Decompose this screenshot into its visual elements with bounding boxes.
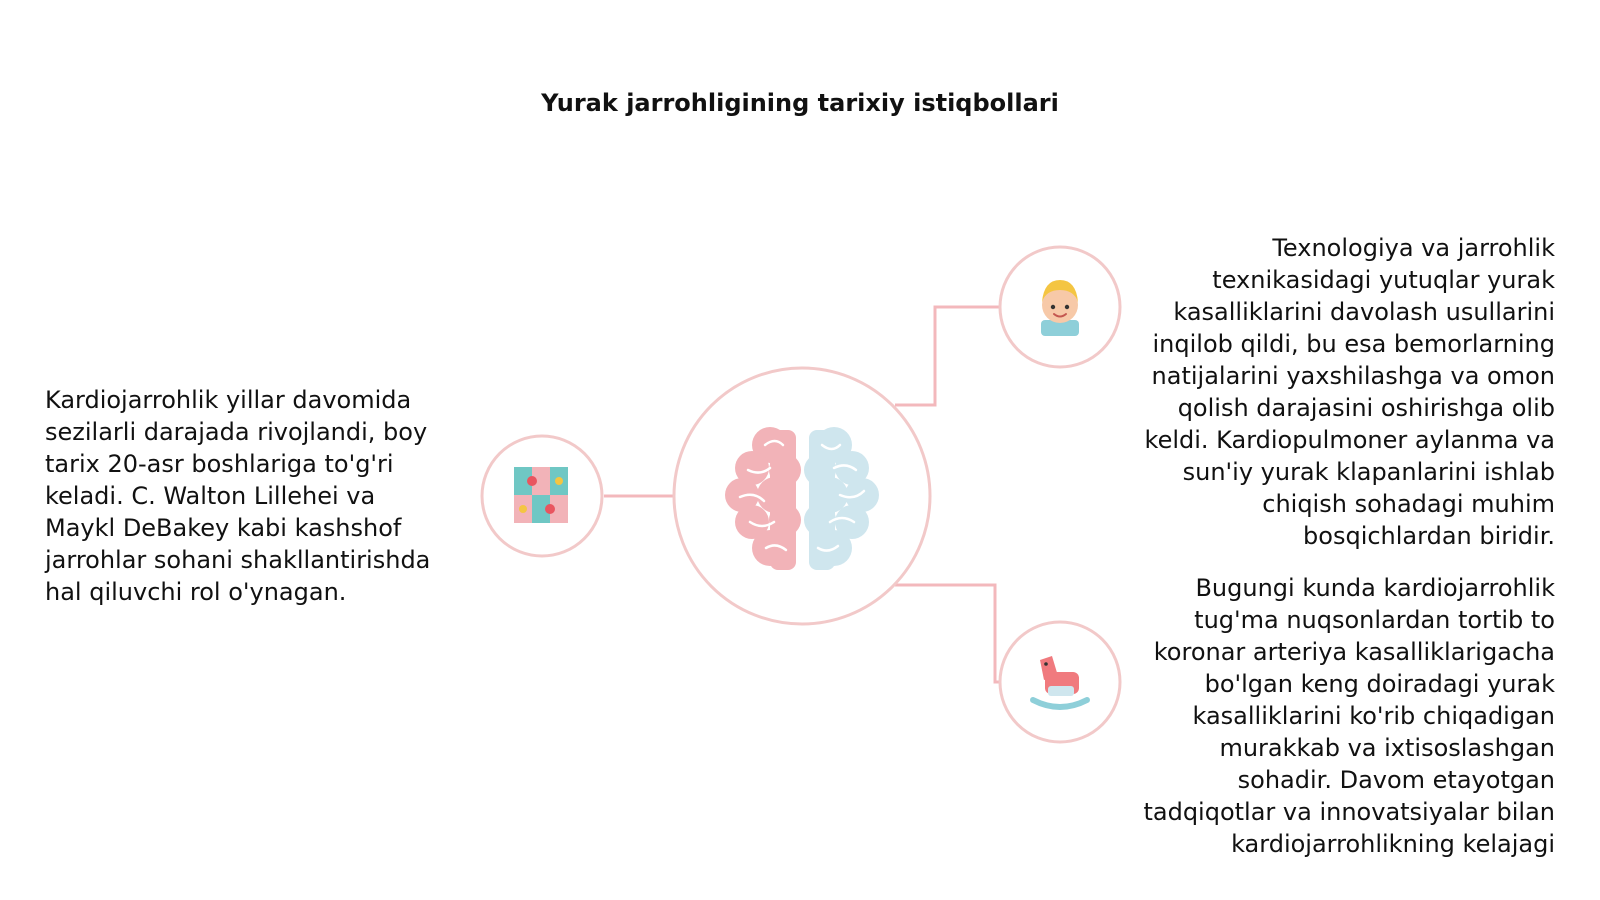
brain-icon xyxy=(725,427,879,570)
connectors xyxy=(604,305,1000,684)
node-text-top-right: Texnologiya va jarrohlik texnikasidagi y… xyxy=(1144,234,1555,550)
center-circle xyxy=(672,366,932,626)
connector-top-right xyxy=(895,305,1000,407)
connector-bottom-right xyxy=(895,583,1000,684)
node-text-left: Kardiojarrohlik yillar davomida sezilarl… xyxy=(45,386,431,606)
child-face-icon xyxy=(1041,280,1079,336)
rocking-horse-icon xyxy=(1030,656,1090,710)
puzzle-icon xyxy=(514,467,568,523)
page-title: Yurak jarrohligining tarixiy istiqbollar… xyxy=(541,89,1059,117)
node-text-bottom-right: Bugungi kunda kardiojarrohlik tug'ma nuq… xyxy=(1143,574,1555,858)
